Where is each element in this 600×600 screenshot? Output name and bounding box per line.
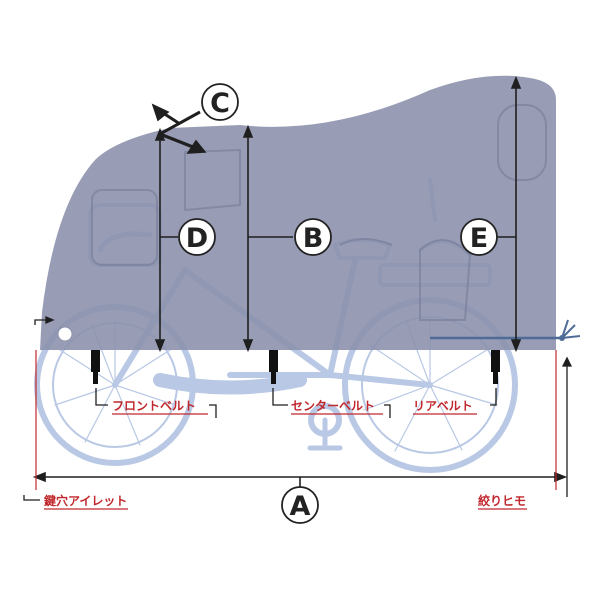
dimension-e-label: E: [470, 223, 488, 254]
rear-belt-buckle-icon: [491, 350, 500, 372]
dimension-lines: [32, 75, 568, 487]
dimension-d-label: D: [186, 223, 208, 254]
key-eyelet-label: 鍵穴アイレット: [44, 493, 127, 508]
center-belt-label: センターベルト: [291, 399, 375, 413]
dimension-a-label: A: [290, 491, 311, 522]
key-eyelet-icon: [57, 326, 73, 342]
dimension-b-marker: B: [294, 218, 332, 256]
belt-buckles: [91, 350, 500, 384]
rear-belt-label: リアベルト: [413, 399, 473, 413]
center-belt-buckle-icon: [269, 350, 278, 372]
dimension-c-marker: C: [201, 83, 239, 121]
drawstring-icon: [561, 319, 581, 339]
front-belt-buckle-icon: [91, 350, 100, 372]
dimension-a-marker: A: [281, 486, 319, 524]
front-belt-label: フロントベルト: [112, 399, 196, 413]
dimension-c-label: C: [210, 88, 230, 119]
dimension-e-marker: E: [460, 218, 498, 256]
bicycle-cover: [40, 75, 556, 350]
red-guide-lines: [35, 350, 557, 490]
leader-lines: [23, 316, 573, 501]
dimension-d-marker: D: [178, 218, 216, 256]
dimension-b-label: B: [303, 223, 324, 254]
drawstring-label: 絞りヒモ: [478, 493, 526, 508]
dimension-letters: C D B E A: [178, 83, 498, 524]
bicycle-shadow-details: [91, 104, 547, 321]
